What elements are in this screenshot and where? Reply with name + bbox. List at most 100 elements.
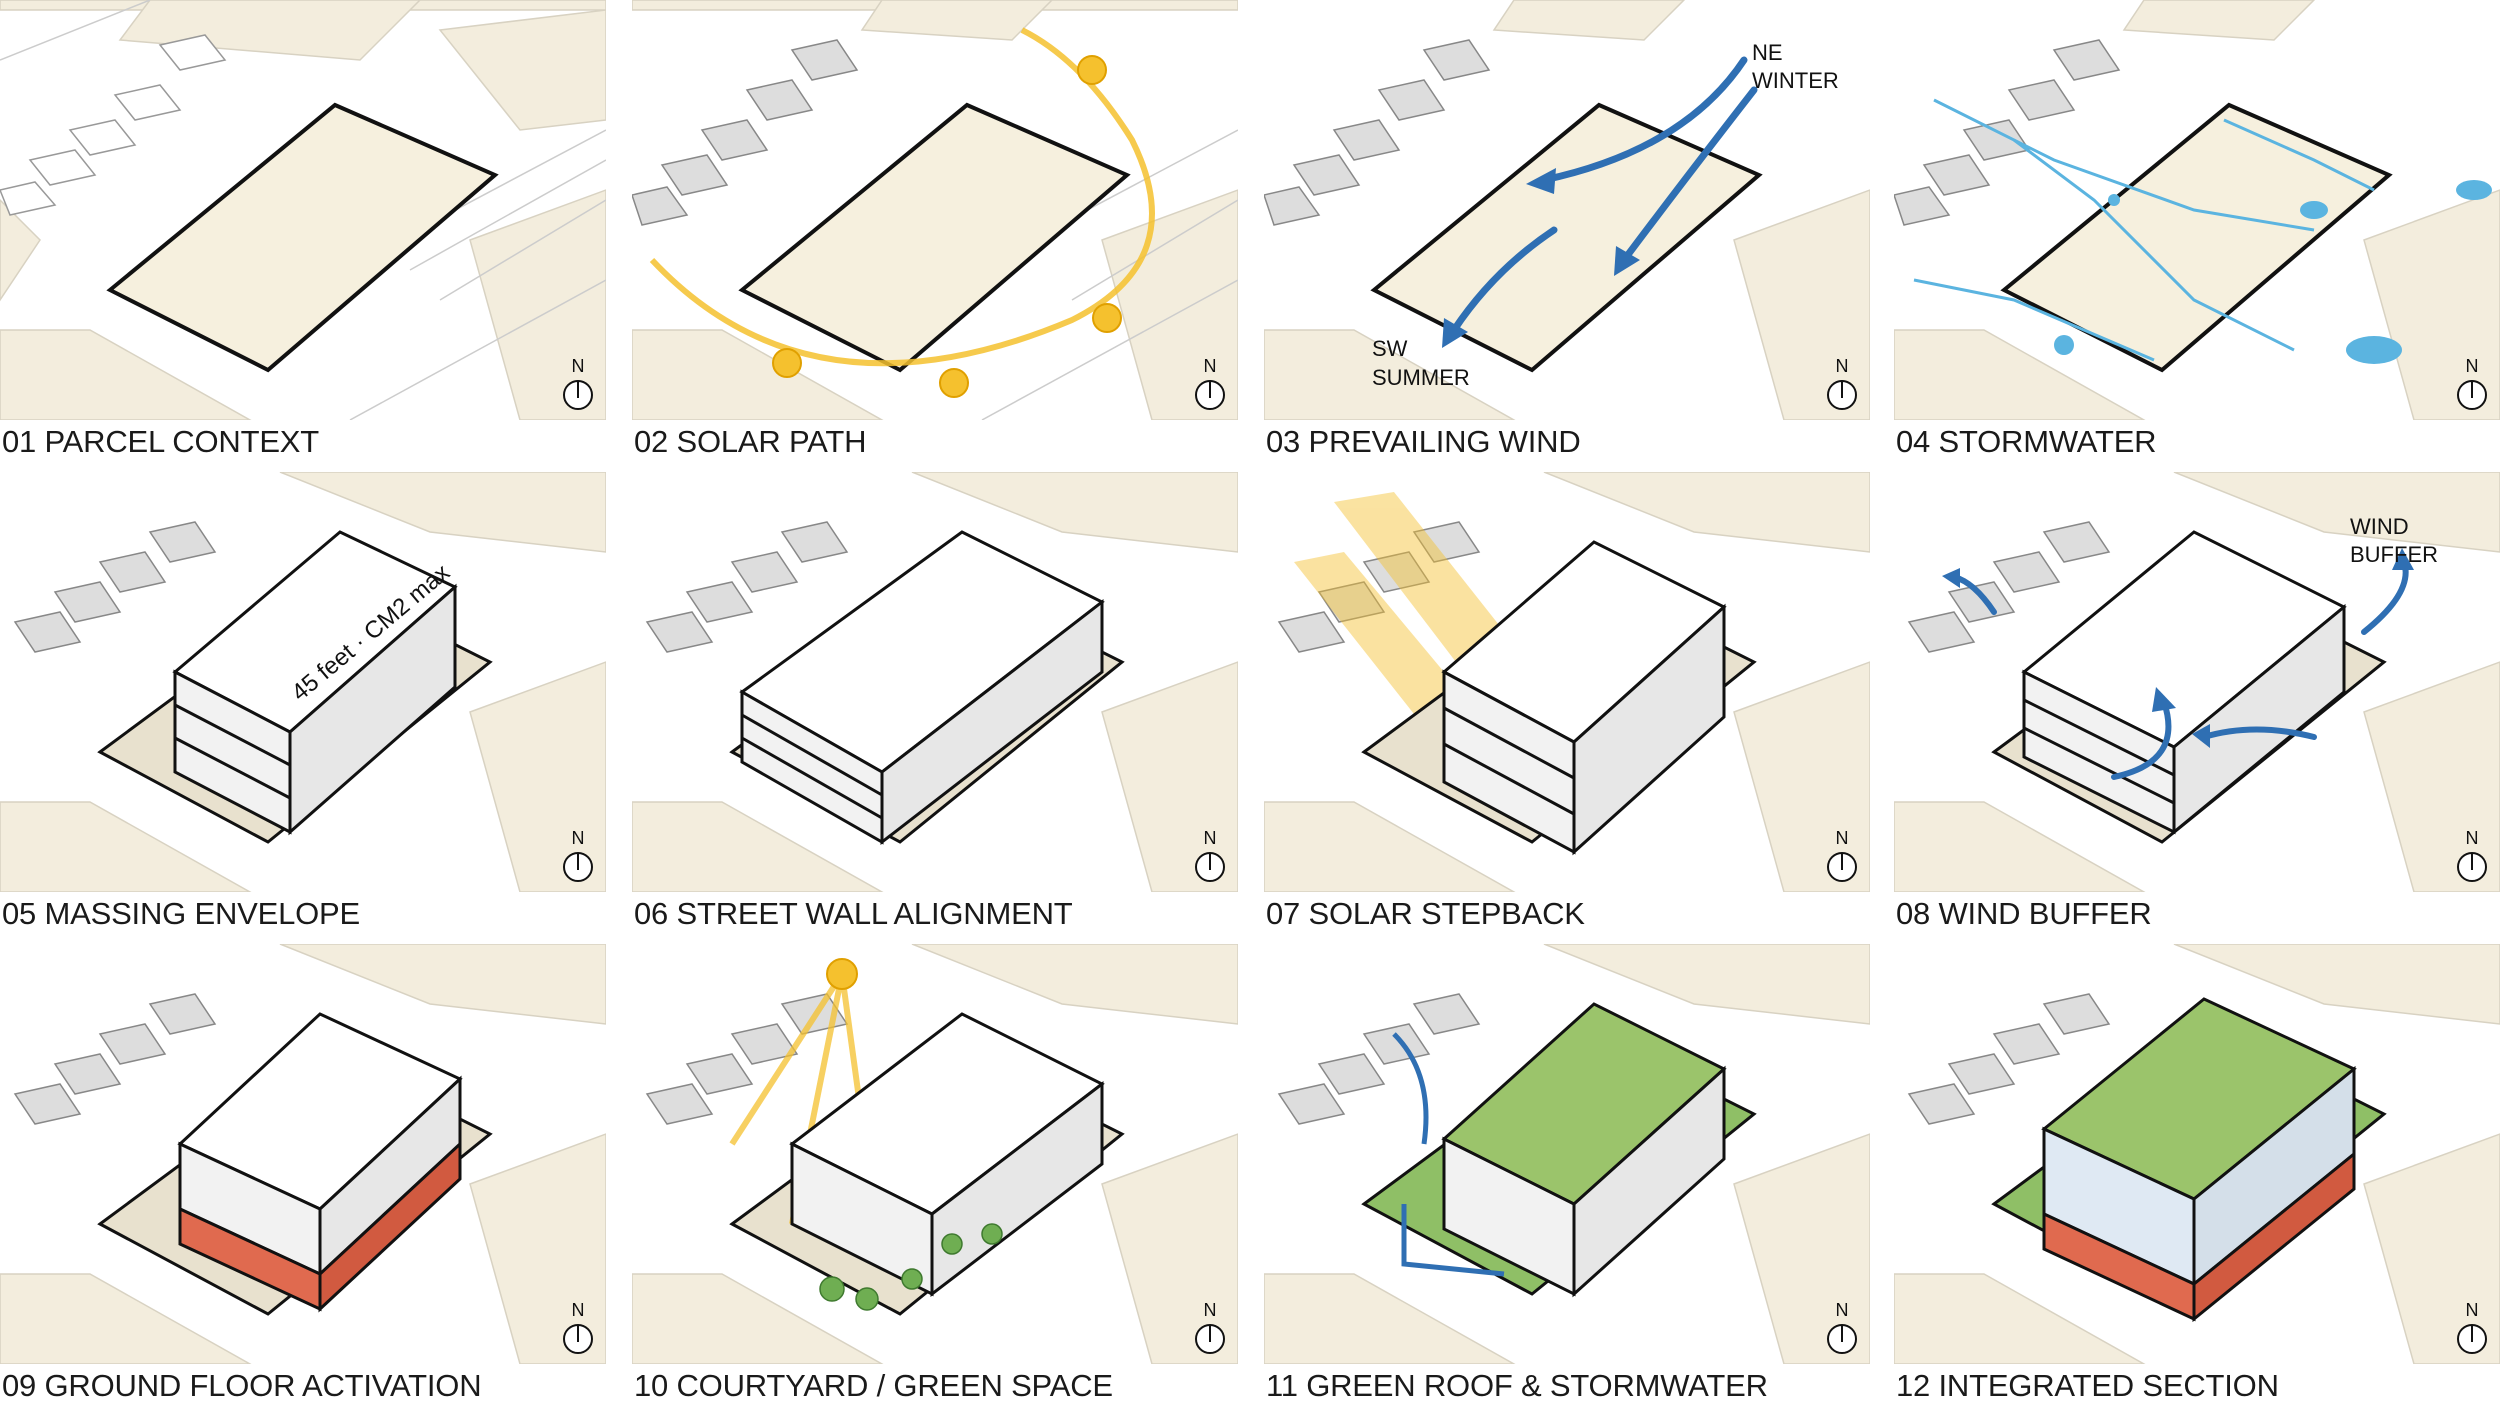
neighbor-houses: [645, 521, 849, 653]
panel-09-ground-floor-activation: N 09 GROUND FLOOR ACTIVATION: [0, 944, 606, 1414]
building-mass: [1441, 1002, 1727, 1298]
neighbor-houses: [0, 34, 227, 216]
svg-text:N: N: [572, 1300, 585, 1320]
north-arrow: N: [2457, 828, 2487, 882]
panel-03-prevailing-wind: NE WINTER SW SUMMER N 03 PREVAILING WIND: [1264, 0, 1870, 470]
svg-text:N: N: [1204, 356, 1217, 376]
north-arrow: N: [1195, 828, 1225, 882]
svg-text:N: N: [2466, 828, 2479, 848]
north-arrow: N: [2457, 1300, 2487, 1354]
courtyard-trees: [819, 1223, 1003, 1311]
panel-10-courtyard-green-space: N 10 COURTYARD / GREEN SPACE: [632, 944, 1238, 1414]
parcel: [738, 102, 1131, 373]
panel-07-solar-stepback: N 07 SOLAR STEPBACK: [1264, 472, 1870, 942]
building-mass: [172, 530, 458, 836]
panel-11-green-roof-stormwater: N 11 GREEN ROOF & STORMWATER: [1264, 944, 1870, 1414]
north-arrow: N: [1827, 1300, 1857, 1354]
city-blocks: [0, 472, 606, 892]
city-blocks: [1264, 0, 1870, 420]
neighbor-houses: [13, 521, 217, 653]
north-arrow: N: [563, 356, 593, 410]
neighbor-houses: [632, 39, 859, 226]
city-blocks: [632, 472, 1238, 892]
building-mass: [2041, 997, 2357, 1323]
north-arrow: N: [563, 828, 593, 882]
city-blocks: [632, 0, 1238, 420]
panel-caption: 11 GREEN ROOF & STORMWATER: [1266, 1368, 1768, 1403]
stepped-building-mass: [1441, 540, 1727, 856]
panel-caption: 06 STREET WALL ALIGNMENT: [634, 896, 1073, 931]
building-mass: [2021, 530, 2347, 836]
wind-arrows: [1450, 56, 1758, 334]
diagram-06: N: [632, 472, 1238, 892]
parcel: [2000, 102, 2393, 373]
bioswale-pools: [2054, 180, 2492, 364]
diagram-07: N: [1264, 472, 1870, 892]
city-blocks: [1894, 472, 2500, 892]
svg-text:N: N: [2466, 1300, 2479, 1320]
city-blocks: [632, 944, 1238, 1364]
diagram-08: WIND BUFFER N: [1894, 472, 2500, 892]
north-arrow: N: [1827, 356, 1857, 410]
diagram-12: N: [1894, 944, 2500, 1364]
stormwater-flows: [1392, 1032, 1505, 1277]
panel-caption: 07 SOLAR STEPBACK: [1266, 896, 1585, 931]
panel-01-parcel-context: N 01 PARCEL CONTEXT: [0, 0, 606, 470]
svg-text:N: N: [572, 828, 585, 848]
building-mass: [177, 1012, 463, 1313]
neighbor-houses: [1907, 993, 2111, 1125]
north-arrow: N: [563, 1300, 593, 1354]
wind-label-1: WIND: [2350, 514, 2409, 539]
diagram-11: N: [1264, 944, 1870, 1364]
wind-arrowheads: [1442, 168, 1640, 348]
city-blocks: [0, 944, 606, 1364]
city-blocks: [1894, 944, 2500, 1364]
diagram-01: N: [0, 0, 606, 420]
svg-text:N: N: [1836, 1300, 1849, 1320]
panel-caption: 01 PARCEL CONTEXT: [2, 424, 320, 459]
panel-02-solar-path: N 02 SOLAR PATH: [632, 0, 1238, 470]
neighbor-houses: [1264, 39, 1491, 226]
wind-label-summer: SUMMER: [1372, 365, 1470, 390]
wind-label-2: BUFFER: [2350, 542, 2438, 567]
building-mass: [789, 1012, 1105, 1298]
building-mass: [739, 530, 1105, 846]
city-blocks: [0, 0, 606, 420]
panel-05-massing-envelope: 45 feet · CM2 max N 05 MASSING ENVELOPE: [0, 472, 606, 942]
neighbor-houses: [1277, 521, 1481, 653]
city-blocks: [1264, 944, 1870, 1364]
wind-label-ne: NE: [1752, 40, 1783, 65]
panel-caption: 12 INTEGRATED SECTION: [1896, 1368, 2279, 1403]
north-arrow: N: [1195, 356, 1225, 410]
diagram-05: 45 feet · CM2 max N: [0, 472, 606, 892]
north-arrow: N: [1827, 828, 1857, 882]
panel-caption: 03 PREVAILING WIND: [1266, 424, 1581, 459]
neighbor-houses: [1277, 993, 1481, 1125]
stormwater-flows: [1913, 98, 2375, 362]
city-blocks: [1264, 472, 1870, 892]
panel-caption: 09 GROUND FLOOR ACTIVATION: [2, 1368, 482, 1403]
neighbor-houses: [1907, 521, 2111, 653]
svg-text:N: N: [2466, 356, 2479, 376]
svg-text:N: N: [572, 356, 585, 376]
panel-caption: 04 STORMWATER: [1896, 424, 2157, 459]
svg-text:N: N: [1836, 828, 1849, 848]
panel-caption: 02 SOLAR PATH: [634, 424, 867, 459]
diagram-02: N: [632, 0, 1238, 420]
sun-icon: [772, 55, 1122, 398]
panel-06-street-wall-alignment: N 06 STREET WALL ALIGNMENT: [632, 472, 1238, 942]
city-blocks: [1894, 0, 2500, 420]
panel-caption: 10 COURTYARD / GREEN SPACE: [634, 1368, 1113, 1403]
wind-arrowheads: [1942, 548, 2414, 748]
panel-caption: 08 WIND BUFFER: [1896, 896, 2152, 931]
neighbor-houses: [1894, 39, 2121, 226]
north-arrow: N: [2457, 356, 2487, 410]
north-arrow: N: [1195, 1300, 1225, 1354]
sun-icon: [826, 958, 858, 990]
panel-caption: 05 MASSING ENVELOPE: [2, 896, 360, 931]
diagram-04: N: [1894, 0, 2500, 420]
panel-12-integrated-section: N 12 INTEGRATED SECTION: [1894, 944, 2500, 1414]
diagram-10: N: [632, 944, 1238, 1364]
svg-text:N: N: [1204, 828, 1217, 848]
diagram-09: N: [0, 944, 606, 1364]
